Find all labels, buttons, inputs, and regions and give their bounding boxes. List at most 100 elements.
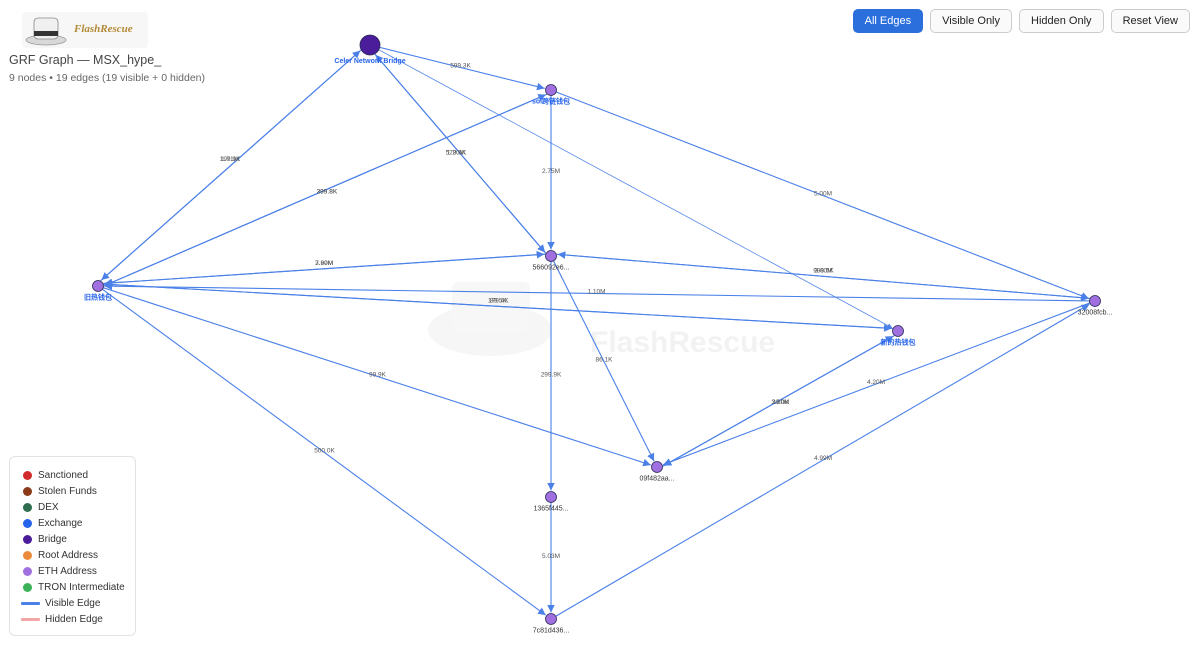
logo-text: FlashRescue <box>74 23 133 35</box>
legend-dot-swatch <box>23 486 32 496</box>
node-label: 新的热钱包 <box>881 338 916 347</box>
node-label: 09f482aa... <box>639 476 674 483</box>
legend-label: Exchange <box>38 517 83 529</box>
legend-dot-swatch <box>23 518 32 528</box>
reset-view-button[interactable]: Reset View <box>1110 9 1190 33</box>
legend-label: Stolen Funds <box>38 485 97 497</box>
graph-edge[interactable] <box>555 91 1090 300</box>
edge-label: 299.9K <box>541 372 562 379</box>
graph-edge[interactable] <box>662 335 894 467</box>
graph-edge[interactable] <box>378 49 893 329</box>
legend-label: Hidden Edge <box>45 614 103 626</box>
legend-label: TRON Intermediate <box>38 582 125 594</box>
graph-edge[interactable] <box>555 303 1090 617</box>
edge-label: 500.0K <box>314 448 335 455</box>
edge-label-layer: 599.3K 199.9K1.71M 579.6K1.20M 399.8K299.8K… <box>220 63 885 561</box>
graph-edge[interactable] <box>552 260 655 462</box>
edge-label: 399.8K <box>317 189 338 196</box>
graph-node[interactable] <box>651 461 663 473</box>
edge-label: 99.9K <box>369 372 387 379</box>
graph-edge[interactable] <box>100 50 361 282</box>
legend-label: Root Address <box>38 550 99 562</box>
edge-label: 3.90M <box>315 260 333 267</box>
legend-dot-swatch <box>23 551 32 561</box>
edge-label: 579.6K <box>446 149 467 156</box>
edge-label: 299.8K <box>317 189 338 196</box>
legend-dot-swatch <box>23 534 32 544</box>
edge-label: 86.1K <box>596 357 614 364</box>
graph-stats: 9 nodes • 19 edges (19 visible + 0 hidde… <box>9 72 206 84</box>
edge-label: 4.20M <box>867 379 885 386</box>
legend-label: Visible Edge <box>45 598 101 610</box>
edge-label: 179.4K <box>488 298 509 305</box>
graph-edge[interactable] <box>103 287 651 467</box>
edge-label: 599.3K <box>450 63 471 70</box>
graph-edge[interactable] <box>103 283 892 332</box>
node-label: 566092e6... <box>533 265 570 272</box>
edge-layer <box>100 46 1091 617</box>
legend-item: Visible Edge <box>21 596 135 612</box>
fedora-hat-icon <box>25 17 67 46</box>
graph-node[interactable] <box>545 613 557 625</box>
legend-label: DEX <box>38 501 59 513</box>
edge-label: 1.20M <box>447 149 465 156</box>
graph-edge[interactable] <box>662 302 1091 466</box>
graph-node[interactable] <box>545 84 557 96</box>
legend-label: Sanctioned <box>38 469 89 481</box>
edge-label: 4.99M <box>814 455 832 462</box>
edge-label: 199.9K <box>220 156 241 163</box>
watermark: FlashRescue <box>428 282 775 359</box>
edge-label: 998.5K <box>813 268 834 275</box>
legend-item: ETH Address <box>23 564 135 580</box>
legend-dot-swatch <box>23 567 32 577</box>
watermark-text: FlashRescue <box>590 326 775 359</box>
visible-only-button[interactable]: Visible Only <box>930 9 1013 33</box>
edge-label: 1.71M <box>221 156 239 163</box>
edge-label: 3.80M <box>771 399 789 406</box>
graph-node[interactable] <box>545 250 557 262</box>
legend-dot-swatch <box>23 502 32 512</box>
edge-label: 2.75M <box>542 168 560 175</box>
graph-edge[interactable] <box>104 282 1090 302</box>
graph-edge[interactable] <box>102 288 547 616</box>
node-label: 7c81d436... <box>533 628 570 635</box>
node-label: 1365f445... <box>533 506 568 513</box>
graph-node[interactable] <box>92 280 104 292</box>
legend-item: Exchange <box>23 515 135 531</box>
graph-node[interactable] <box>359 34 381 56</box>
legend-line-swatch <box>21 618 40 622</box>
legend-label: ETH Address <box>38 566 97 578</box>
edge-filter-toolbar: All Edges Visible Only Hidden Only Reset… <box>852 9 1190 33</box>
node-label: 旧热钱包 <box>84 293 112 302</box>
graph-edge[interactable] <box>557 251 1090 299</box>
edge-label: 3.00M <box>814 268 832 275</box>
legend-dot-swatch <box>23 470 32 480</box>
legend-label: Bridge <box>38 533 67 545</box>
legend-item: Hidden Edge <box>21 612 135 628</box>
legend-item: Sanctioned <box>23 467 135 483</box>
legend-line-swatch <box>21 602 40 606</box>
graph-title: GRF Graph — MSX_hype_ <box>9 53 162 67</box>
node-label: 32008fcb... <box>1078 310 1113 317</box>
graph-edge[interactable] <box>103 94 547 287</box>
node-label: Celer Network Bridge <box>334 58 405 65</box>
graph-edge[interactable] <box>379 46 545 91</box>
all-edges-button[interactable]: All Edges <box>852 9 924 33</box>
legend-dot-swatch <box>23 583 32 593</box>
legend-item: Stolen Funds <box>23 483 135 499</box>
edge-label: 1.10M <box>587 289 605 296</box>
graph-node[interactable] <box>545 491 557 503</box>
edge-label: 5.03M <box>542 553 560 560</box>
graph-node[interactable] <box>892 325 904 337</box>
edge-label: 20.0K <box>772 399 790 406</box>
legend-item: Bridge <box>23 531 135 547</box>
graph-node[interactable] <box>1089 295 1101 307</box>
graph-edge[interactable] <box>375 54 547 254</box>
graph-edge[interactable] <box>104 253 546 287</box>
edge-label: 5.00M <box>814 191 832 198</box>
node-label: sol跨链钱包 <box>532 97 570 106</box>
hidden-only-button[interactable]: Hidden Only <box>1019 9 1104 33</box>
